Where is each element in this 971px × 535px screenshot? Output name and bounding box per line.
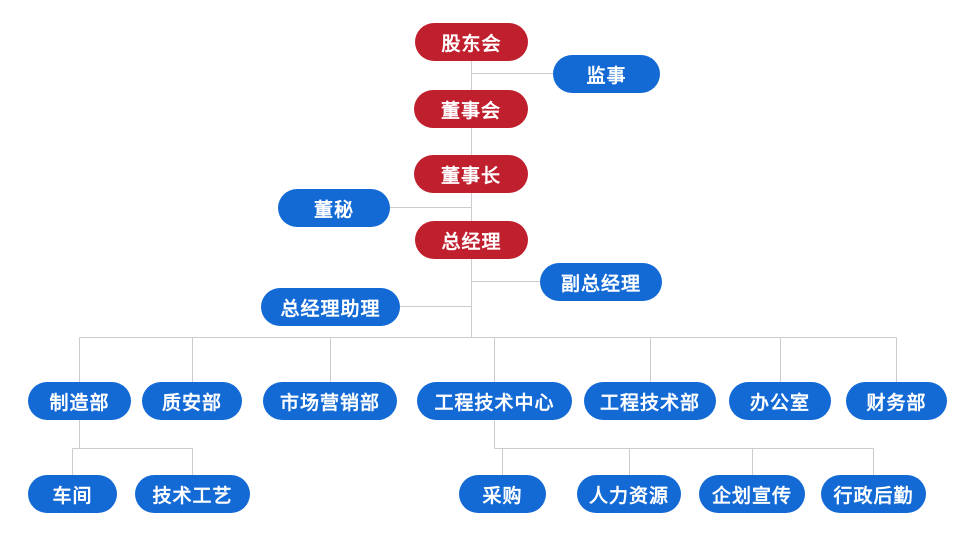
connector-path (72, 58, 897, 475)
node-quality-safety: 质安部 (142, 382, 242, 420)
node-engineering-center: 工程技术中心 (417, 382, 572, 420)
node-finance: 财务部 (846, 382, 947, 420)
node-tech-craft: 技术工艺 (135, 475, 250, 513)
node-board-secretary: 董秘 (278, 189, 390, 227)
node-gm-assistant: 总经理助理 (261, 288, 400, 326)
node-admin-logistics: 行政后勤 (821, 475, 926, 513)
node-engineering-dept: 工程技术部 (584, 382, 716, 420)
node-hr: 人力资源 (577, 475, 681, 513)
node-shareholders: 股东会 (415, 23, 528, 61)
node-board: 董事会 (414, 90, 528, 128)
node-procurement: 采购 (459, 475, 546, 513)
node-general-manager: 总经理 (415, 221, 528, 259)
node-marketing: 市场营销部 (263, 382, 397, 420)
node-workshop: 车间 (28, 475, 117, 513)
node-manufacturing: 制造部 (28, 382, 131, 420)
node-planning-publicity: 企划宣传 (699, 475, 805, 513)
node-chairman: 董事长 (414, 155, 528, 193)
node-office: 办公室 (729, 382, 831, 420)
node-deputy-gm: 副总经理 (540, 263, 662, 301)
node-supervisor: 监事 (553, 55, 660, 93)
